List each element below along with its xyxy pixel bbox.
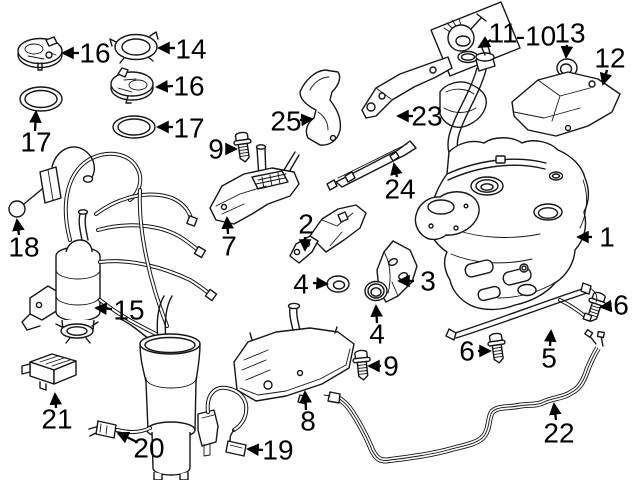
callout-arrow-18-5 [12,218,25,236]
callout-arrow-12-29 [599,69,613,86]
callout-label-25-8: 25 [270,106,301,137]
callout-label-21-20: 21 [41,404,72,435]
callout-arrow-4-13 [312,276,329,290]
callout-label-9-7: 9 [208,134,224,165]
callout-label-16-2: 16 [173,71,204,102]
callout-label-16-0: 16 [79,38,110,69]
callout-arrow-5-24 [543,329,557,347]
fuel-lines-drawing [323,328,606,464]
callout-label-6-22: 6 [613,290,629,321]
callout-label-24-10: 24 [384,174,415,205]
callout-label-15-6: 15 [113,295,144,326]
support-rail-drawing [326,140,417,191]
bolt-drawing [231,130,255,164]
callout-label-14-1: 14 [175,34,206,65]
callout-label-12-29: 12 [594,43,625,74]
callout-label-19-18: 19 [262,435,293,466]
tank-strap-drawing [445,282,598,341]
callout-arrow-15-6 [94,302,113,315]
callout-arrow-25-8 [299,113,314,127]
callout-arrow-16-2 [155,80,174,93]
callout-label-6-23: 6 [459,336,475,367]
mount-bracket-drawing [299,69,342,146]
callout-arrow-21-20 [49,392,63,409]
callout-label-20-19: 20 [133,433,164,464]
fuel-pump-secondary-drawing [55,295,201,480]
callout-arrow-7-11 [221,216,234,235]
callout-arrow-20-19 [116,431,138,444]
level-sensor-drawing [8,146,96,218]
filler-bracket-drawing [361,56,453,119]
callout-label-5-24: 5 [541,343,557,374]
callout-label-3-14: 3 [420,266,436,297]
fuel-sender-unit-drawing [110,67,154,104]
control-module-drawing [21,353,77,391]
callout-arrow-8-16 [299,390,312,411]
filler-shield-drawing [511,71,621,137]
seal-ring-drawing [19,86,63,112]
callout-label-22-25: 22 [543,418,574,449]
callout-arrow-11-26 [477,36,492,48]
callout-arrow-19-18 [246,443,264,457]
seal-ring-drawing [112,115,156,139]
callout-arrow-17-4 [29,110,42,132]
callout-label-17-3: 17 [173,113,204,144]
harness-connector-drawing [88,420,117,439]
callout-label-18-5: 18 [8,232,39,263]
skid-plate-drawing [233,302,355,405]
fuel-tank-drawing [414,137,593,322]
callout-arrow-24-10 [390,162,403,178]
callout-arrow-13-28 [560,44,574,59]
wiring-harness-drawing [197,385,249,457]
heat-shield-bracket-drawing [289,204,367,264]
callout-label-7-11: 7 [221,231,237,262]
callout-label-11-26: 11 [488,18,517,49]
callout-label-4-15: 4 [369,319,385,350]
callout-label-17-4: 17 [20,127,51,158]
callout-arrow-6-22 [599,299,613,313]
callout-label-9-17: 9 [383,351,399,382]
bolt-drawing [485,331,509,365]
callout-label-23-9: 23 [411,101,442,132]
callout-label-13-28: 13 [554,18,585,49]
callout-arrow-4-15 [370,304,383,324]
lock-ring-drawing [109,31,159,64]
grommet-drawing [326,275,350,293]
callout-arrow-22-25 [549,402,562,421]
callout-label-1-21: 1 [599,222,615,253]
grommet-drawing [364,280,388,302]
fuel-sender-unit-drawing [17,36,63,71]
callout-label-8-16: 8 [300,406,316,437]
callout-label-10-27: -10 [516,21,556,52]
callout-label-2-12: 2 [298,209,314,240]
callout-label-4-13: 4 [293,269,309,300]
